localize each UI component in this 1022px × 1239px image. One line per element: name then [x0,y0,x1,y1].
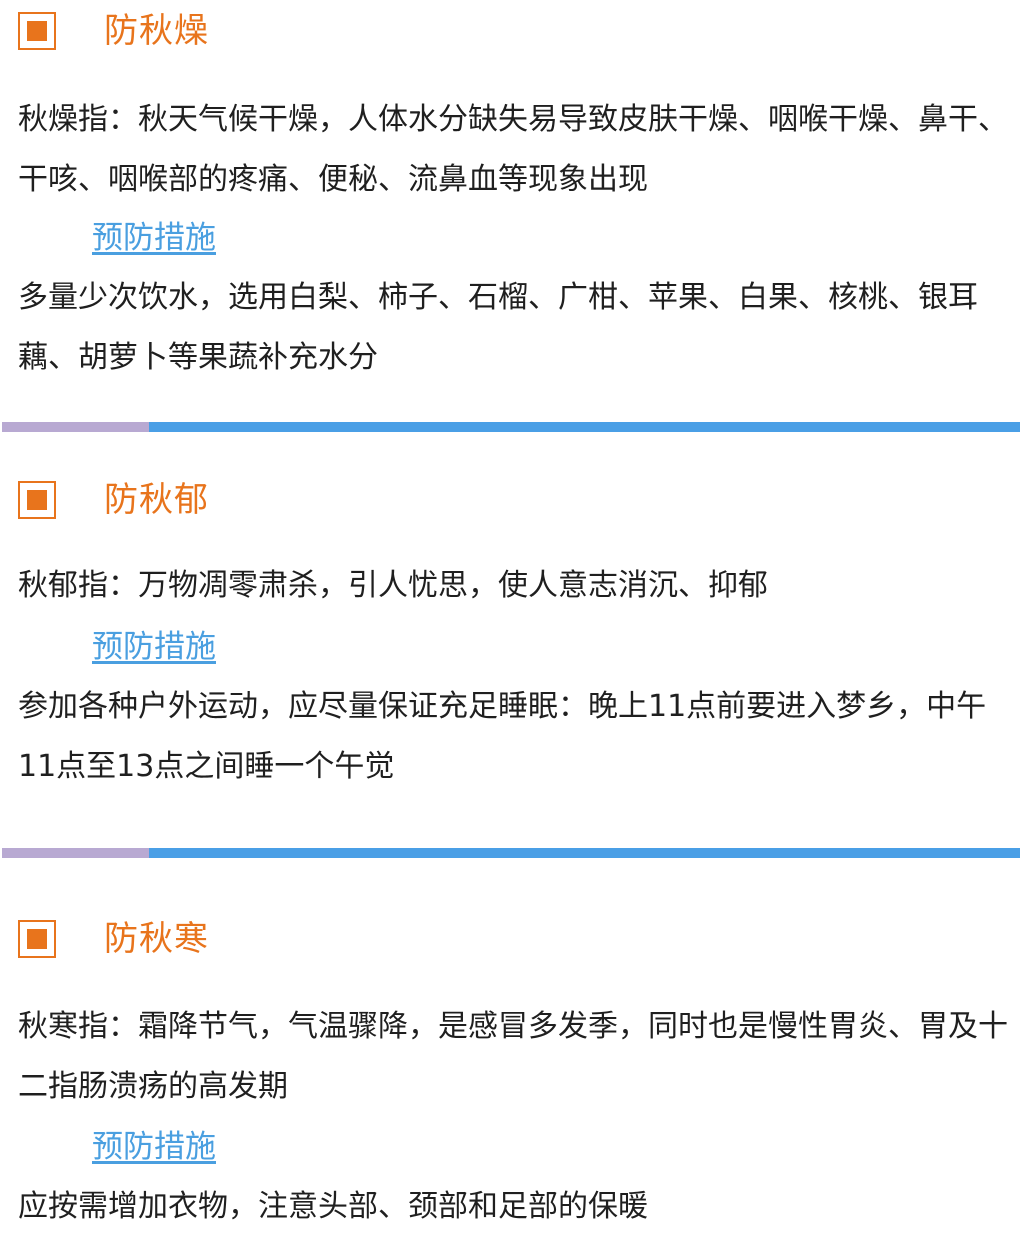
section-divider [2,422,1020,432]
divider-left-segment [2,422,149,432]
section-definition: 秋寒指：霜降节气，气温骤降，是感冒多发季，同时也是慢性胃炎、胃及十二指肠溃疡的高… [18,1009,1008,1104]
section-title: 防秋郁 [104,480,209,520]
section-measures: 应按需增加衣物，注意头部、颈部和足部的保暖 [18,1189,648,1224]
section-heading-melancholy: 防秋郁 [18,477,209,523]
measures-label: 预防措施 [92,629,216,665]
section-definition: 秋燥指：秋天气候干燥，人体水分缺失易导致皮肤干燥、咽喉干燥、鼻干、干咳、咽喉部的… [18,102,1008,197]
section-heading-dry: 防秋燥 [18,8,209,54]
section-definition: 秋郁指：万物凋零肃杀，引人忧思，使人意志消沉、抑郁 [18,568,768,603]
section-title: 防秋燥 [104,11,209,51]
section-divider [2,848,1020,858]
orange-square-icon [18,920,56,958]
divider-left-segment [2,848,149,858]
section-measures: 参加各种户外运动，应尽量保证充足睡眠：晚上11点前要进入梦乡，中午11点至13点… [18,689,987,784]
divider-right-segment [149,848,1020,858]
section-heading-cold: 防秋寒 [18,916,209,962]
section-measures: 多量少次饮水，选用白梨、柿子、石榴、广柑、苹果、白果、核桃、银耳藕、胡萝卜等果蔬… [18,280,978,375]
section-title: 防秋寒 [104,919,209,959]
measures-label: 预防措施 [92,1129,216,1165]
orange-square-icon [18,481,56,519]
divider-right-segment [149,422,1020,432]
measures-label: 预防措施 [92,220,216,256]
orange-square-icon [18,12,56,50]
